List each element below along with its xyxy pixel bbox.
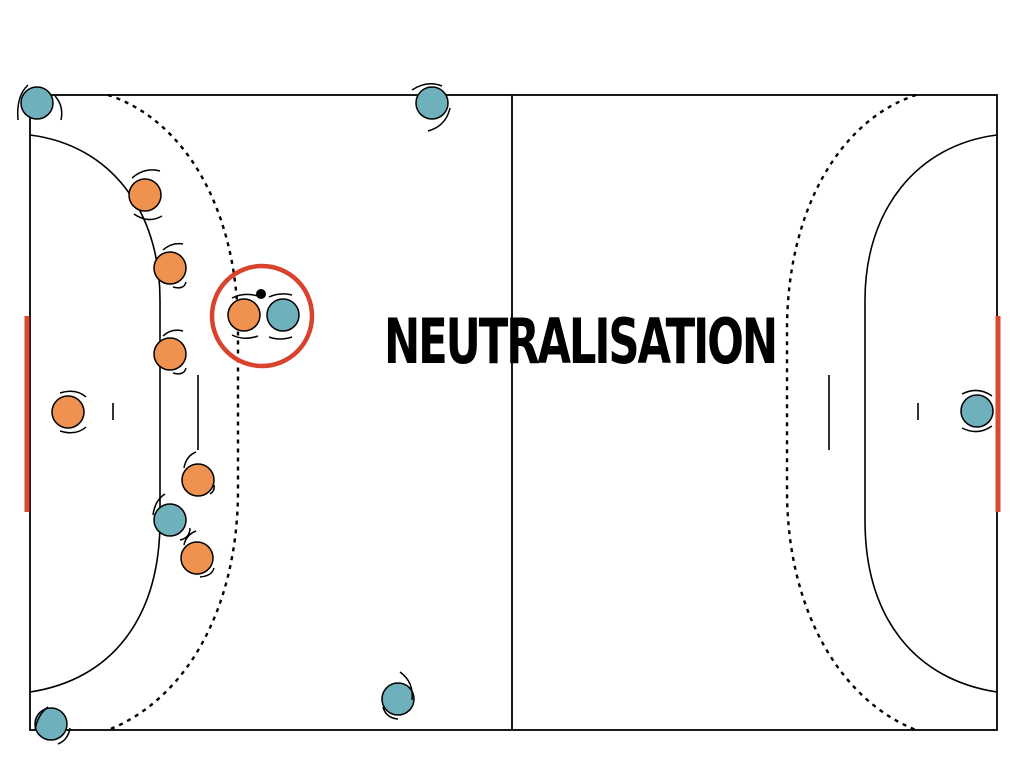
right-goal-area-line	[864, 134, 998, 693]
attacker-player	[16, 84, 63, 121]
ball-icon	[256, 289, 266, 299]
court-outline	[29, 94, 998, 731]
red-circle-highlight	[209, 263, 315, 369]
attacker-player	[152, 493, 191, 541]
attacker-neutralised	[266, 293, 300, 340]
attacker-player	[411, 83, 451, 132]
left-goal-area-line	[29, 134, 161, 693]
defender-player	[181, 451, 215, 497]
attacker-player	[381, 671, 415, 720]
defender-player	[153, 329, 187, 375]
defender-goalkeeper	[51, 390, 87, 434]
defender-player	[153, 242, 187, 289]
attacker-player	[34, 706, 71, 745]
right-free-throw-line	[785, 93, 917, 732]
diagram-title: NEUTRALISATION	[384, 305, 776, 378]
defender-neutralising	[227, 293, 261, 339]
defender-player	[128, 169, 163, 221]
attacker-goalkeeper	[960, 389, 994, 433]
